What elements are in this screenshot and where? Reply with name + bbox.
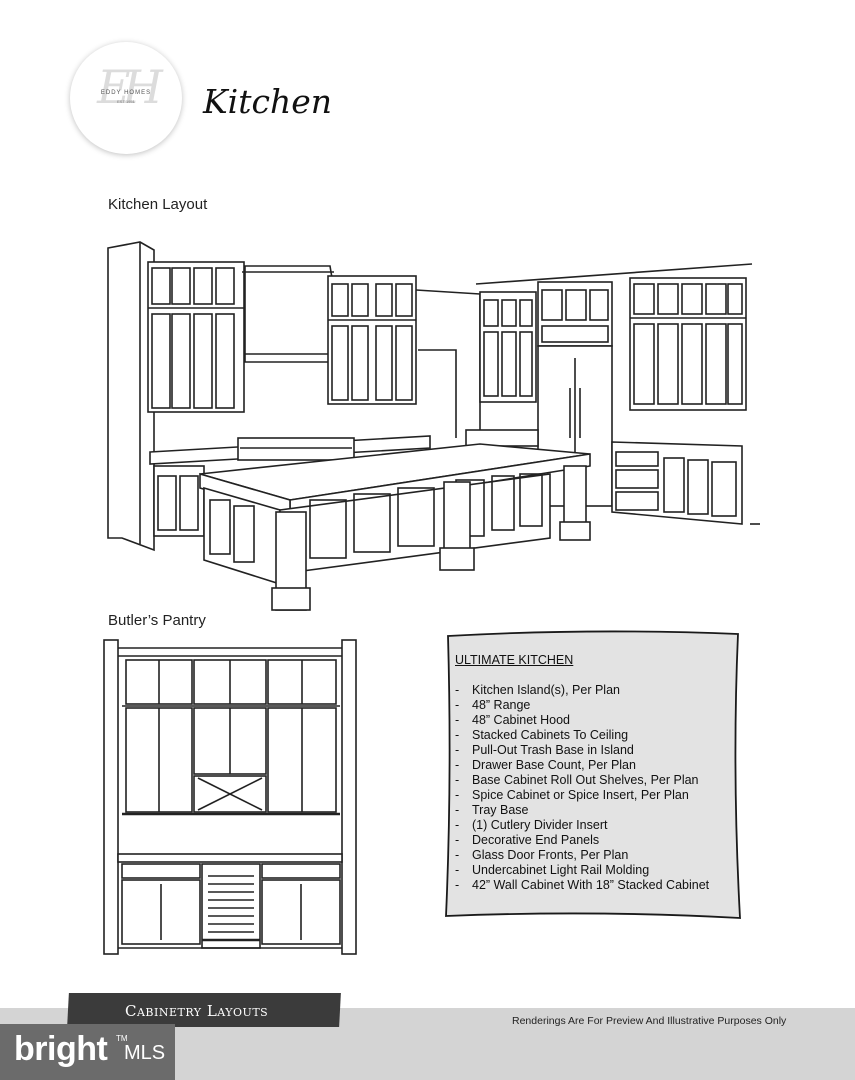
- spec-list-panel: ULTIMATE KITCHEN -Kitchen Island(s), Per…: [455, 653, 709, 893]
- list-item: -Tray Base: [455, 803, 529, 817]
- list-item: -42” Wall Cabinet With 18” Stacked Cabin…: [455, 878, 710, 892]
- list-item: -Base Cabinet Roll Out Shelves, Per Plan: [455, 773, 699, 787]
- brand-watermark: [0, 1024, 175, 1080]
- list-item: -Undercabinet Light Rail Molding: [455, 863, 650, 877]
- butlers-pantry-drawing: [103, 639, 357, 955]
- spec-heading: ULTIMATE KITCHEN: [455, 653, 574, 667]
- list-item: -Drawer Base Count, Per Plan: [455, 758, 636, 772]
- company-logo: EH EDDY HOMES EST 1951: [70, 42, 182, 154]
- list-item: -Spice Cabinet or Spice Insert, Per Plan: [455, 788, 689, 802]
- footer-tab-label: Cabinetry Layouts: [125, 1002, 269, 1020]
- logo-company-name: EDDY HOMES: [100, 90, 152, 96]
- list-item: -48” Range: [455, 698, 531, 712]
- brand-word: bright: [14, 1030, 108, 1068]
- brand-trademark: TM: [116, 1034, 128, 1043]
- butlers-pantry-label: Butler’s Pantry: [108, 612, 206, 629]
- list-item: -(1) Cutlery Divider Insert: [455, 818, 608, 832]
- list-item: -48” Cabinet Hood: [455, 713, 570, 727]
- list-item: -Stacked Cabinets To Ceiling: [455, 728, 629, 742]
- list-item: -Kitchen Island(s), Per Plan: [455, 683, 620, 697]
- list-item: -Pull-Out Trash Base in Island: [455, 743, 634, 757]
- brand-suffix: MLS: [124, 1042, 166, 1064]
- list-item: -Decorative End Panels: [455, 833, 600, 847]
- kitchen-layout-label: Kitchen Layout: [108, 196, 208, 213]
- disclaimer: Renderings Are For Preview And Illustrat…: [512, 1015, 787, 1027]
- list-item: -Glass Door Fronts, Per Plan: [455, 848, 629, 862]
- logo-established: EST 1951: [117, 99, 135, 104]
- kitchen-layout-drawing: [107, 241, 760, 611]
- spec-list: -Kitchen Island(s), Per Plan -48” Range …: [455, 683, 709, 893]
- spec-box-background: [445, 630, 741, 919]
- logo-monogram: EH: [97, 60, 163, 114]
- page-title: Kitchen: [203, 82, 332, 121]
